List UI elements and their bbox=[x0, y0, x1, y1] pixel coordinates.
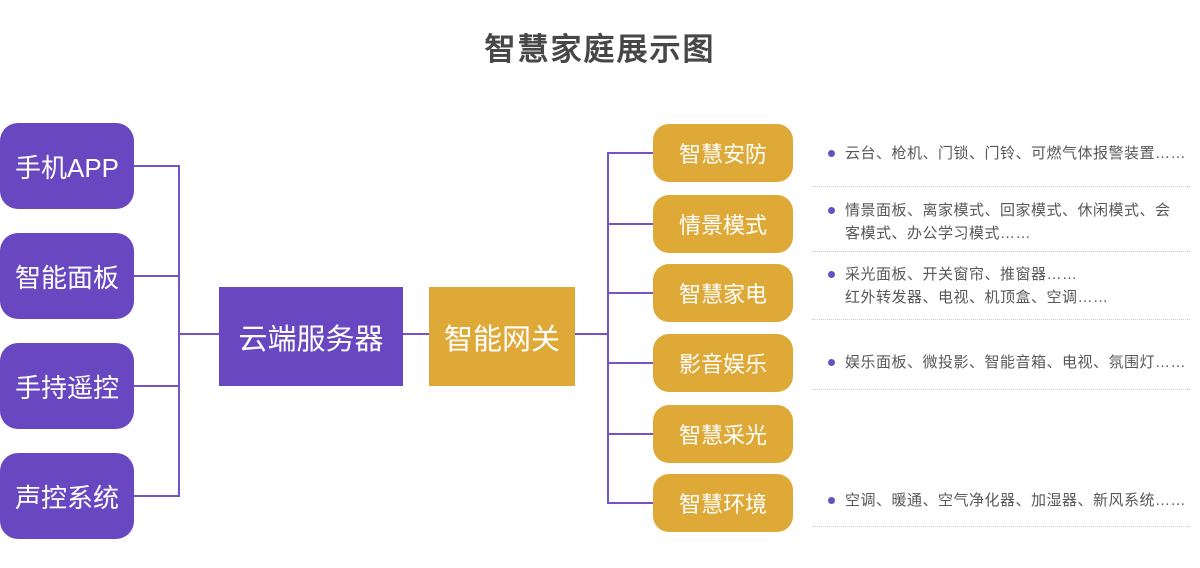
connector-line bbox=[607, 152, 653, 154]
bullet-dot bbox=[828, 207, 835, 214]
node-label: 云端服务器 bbox=[238, 323, 384, 356]
node-smart-lighting: 智慧采光 bbox=[653, 405, 793, 463]
desc-scene-mode: 情景面板、离家模式、回家模式、休闲模式、会 客模式、办公学习模式…… bbox=[845, 202, 1171, 242]
page-title: 智慧家庭展示图 bbox=[484, 32, 716, 67]
node-handheld-remote: 手持遥控 bbox=[0, 343, 134, 429]
node-label: 声控系统 bbox=[14, 482, 119, 513]
node-label: 智慧环境 bbox=[678, 492, 767, 517]
node-scene-mode: 情景模式 bbox=[653, 195, 793, 253]
node-label: 手机APP bbox=[14, 152, 120, 183]
node-label: 情景模式 bbox=[678, 213, 767, 238]
node-smart-security: 智慧安防 bbox=[653, 124, 793, 182]
node-smart-panel: 智能面板 bbox=[0, 233, 134, 319]
connector-line bbox=[403, 333, 429, 335]
node-cloud-server: 云端服务器 bbox=[219, 287, 403, 386]
connector-line bbox=[134, 275, 178, 277]
connector-line bbox=[134, 385, 178, 387]
node-label: 智慧安防 bbox=[678, 142, 767, 167]
connector-line bbox=[575, 333, 607, 335]
node-label: 智慧采光 bbox=[678, 423, 767, 448]
bullet-dot bbox=[828, 150, 835, 157]
separator-line bbox=[812, 526, 1190, 527]
connector-line bbox=[607, 292, 653, 294]
separator-line bbox=[812, 251, 1190, 252]
node-label: 手持遥控 bbox=[14, 372, 119, 403]
connector-trunk-right bbox=[607, 152, 609, 504]
node-smart-environment: 智慧环境 bbox=[653, 474, 793, 532]
desc-av-entertainment: 娱乐面板、微投影、智能音箱、电视、氛围灯…… bbox=[845, 354, 1187, 371]
bullet-dot bbox=[828, 497, 835, 504]
node-mobile-app: 手机APP bbox=[0, 123, 134, 209]
connector-trunk-left bbox=[178, 165, 180, 497]
node-label: 智慧家电 bbox=[678, 282, 767, 307]
connector-line bbox=[134, 165, 178, 167]
separator-line bbox=[812, 319, 1190, 320]
connector-line bbox=[134, 495, 178, 497]
connector-line bbox=[607, 502, 653, 504]
node-label: 智能网关 bbox=[443, 323, 560, 356]
connector-line bbox=[607, 433, 653, 435]
connector-line bbox=[607, 362, 653, 364]
node-label: 影音娱乐 bbox=[678, 352, 767, 377]
desc-smart-appliance: 采光面板、开关窗帘、推窗器…… 红外转发器、电视、机顶盒、空调…… bbox=[845, 266, 1109, 306]
desc-smart-security: 云台、枪机、门锁、门铃、可燃气体报警装置…… bbox=[845, 145, 1187, 162]
node-label: 智能面板 bbox=[14, 262, 119, 293]
connector-line bbox=[178, 333, 219, 335]
node-voice-control: 声控系统 bbox=[0, 453, 134, 539]
node-smart-appliance: 智慧家电 bbox=[653, 264, 793, 322]
node-av-entertainment: 影音娱乐 bbox=[653, 334, 793, 392]
bullet-dot bbox=[828, 359, 835, 366]
separator-line bbox=[812, 389, 1190, 390]
node-gateway: 智能网关 bbox=[429, 287, 575, 386]
bullet-dot bbox=[828, 271, 835, 278]
separator-line bbox=[812, 186, 1190, 187]
connector-line bbox=[607, 223, 653, 225]
desc-smart-environment: 空调、暖通、空气净化器、加湿器、新风系统…… bbox=[845, 492, 1187, 509]
